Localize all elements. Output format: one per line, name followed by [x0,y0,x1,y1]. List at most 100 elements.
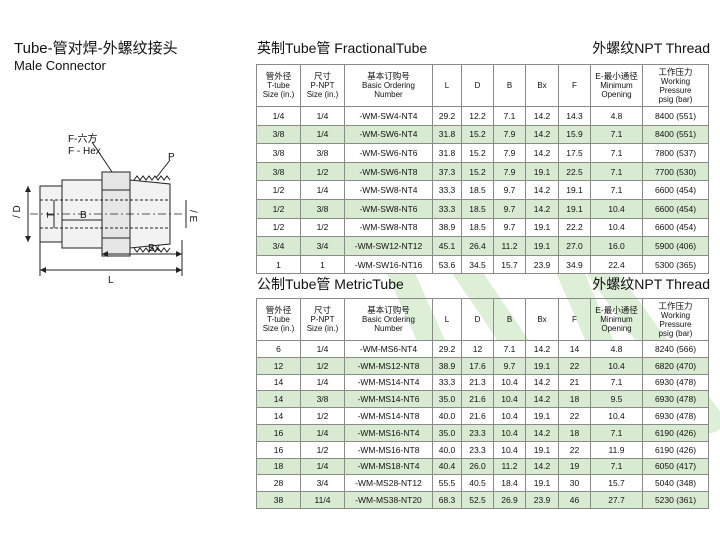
table-cell: 10.4 [590,356,643,375]
table-cell: 7800 (537) [642,143,709,163]
table-cell: 52.5 [461,491,494,509]
table-cell: 21 [558,373,591,392]
table-cell: -WM-SW8-NT8 [344,217,433,238]
table-cell: 19.1 [525,407,559,425]
table-cell: 1/4 [256,106,301,126]
table-cell: -WM-MS12-NT8 [344,356,433,375]
col-d: D [461,298,494,341]
table-cell: 11.9 [590,440,643,459]
table-cell: 19 [558,457,591,476]
product-subtitle: Male Connector [14,58,106,73]
table-cell: 14 [256,407,301,425]
table-cell: 31.8 [432,124,462,145]
table-cell: 31.8 [432,143,462,163]
table-cell: 6820 (470) [642,356,709,375]
table-cell: 27.7 [590,491,643,509]
table-cell: 7.1 [590,373,643,392]
table-cell: 6600 (454) [642,198,709,219]
table-cell: 6930 (478) [642,373,709,392]
table-cell: 23.3 [461,440,494,459]
table-cell: 9.7 [493,180,526,200]
table-cell: 27.0 [558,236,591,256]
table-cell: -WM-SW6-NT6 [344,143,433,163]
table-cell: 40.4 [432,457,462,476]
table-cell: 22.4 [590,254,643,275]
table-cell: 1/2 [256,217,301,238]
table-cell: 53.6 [432,254,462,275]
table-cell: -WM-MS18-NT4 [344,457,433,476]
table-cell: 3/4 [256,236,301,256]
table-cell: 14.2 [525,390,559,409]
table-cell: 9.7 [493,356,526,375]
table-cell: 22.2 [558,217,591,238]
fractional-section-title: 英制Tube管 FractionalTube [257,40,428,56]
col-d: D [461,64,494,107]
table-cell: 26.9 [493,491,526,509]
table-cell: 12 [256,356,301,375]
table-cell: 35.0 [432,390,462,409]
table-cell: 7.9 [493,143,526,163]
table-cell: 7.1 [590,161,643,182]
male-connector-drawing: F-六方 F - Hex P / D T B / E Bx L [12,132,198,286]
table-cell: 1/4 [300,340,345,358]
table-cell: 14.2 [525,423,559,442]
table-cell: 3/8 [300,198,345,219]
table-cell: 19.1 [558,180,591,200]
table-cell: 18 [558,423,591,442]
table-cell: 14.2 [525,340,559,358]
table-cell: 1/2 [256,198,301,219]
table-cell: -WM-MS38-NT20 [344,491,433,509]
table-cell: 33.3 [432,198,462,219]
table-cell: 26.0 [461,457,494,476]
table-cell: 6 [256,340,301,358]
table-cell: 18.5 [461,217,494,238]
table-cell: 9.5 [590,390,643,409]
table-cell: 18 [558,390,591,409]
table-cell: 3/8 [300,143,345,163]
table-cell: 5300 (365) [642,254,709,275]
product-title: Tube-管对焊-外螺纹接头 [14,40,178,57]
table-cell: 10.4 [493,390,526,409]
table-cell: 21.3 [461,373,494,392]
table-cell: 1/4 [300,106,345,126]
table-cell: 19.1 [525,217,559,238]
table-cell: 18.5 [461,180,494,200]
table-cell: 15.9 [558,124,591,145]
table-cell: 14 [558,340,591,358]
table-cell: 15.2 [461,161,494,182]
table-cell: 3/8 [256,161,301,182]
e-label: / E [187,210,198,223]
table-cell: 22 [558,356,591,375]
l-label: L [108,275,114,286]
table-cell: 38.9 [432,356,462,375]
table-cell: 14 [256,390,301,409]
table-cell: 1/2 [300,161,345,182]
table-cell: 34.5 [461,254,494,275]
table-cell: 1/2 [300,356,345,375]
table-cell: 11/4 [300,491,345,509]
table-cell: 6930 (478) [642,407,709,425]
table-cell: 12.2 [461,106,494,126]
table-cell: 18 [256,457,301,476]
col-f: F [558,64,591,107]
table-cell: 38 [256,491,301,509]
table-cell: 4.8 [590,340,643,358]
table-cell: 14.2 [525,373,559,392]
table-cell: -WM-MS28-NT12 [344,474,433,493]
table-cell: 19.1 [525,474,559,493]
table-cell: 3/4 [300,474,345,493]
